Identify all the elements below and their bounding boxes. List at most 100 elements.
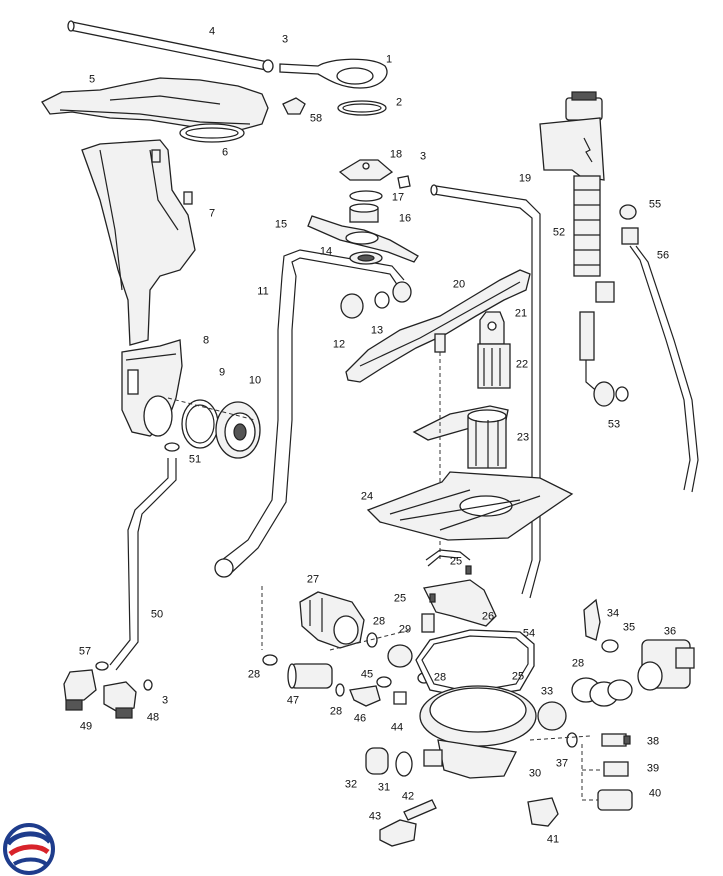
- callout-21: 21: [514, 307, 528, 320]
- part-13-oring: [374, 291, 390, 309]
- callout-46: 46: [353, 712, 367, 725]
- part-32-cap: [365, 747, 389, 775]
- callout-15: 15: [274, 218, 288, 231]
- part-18-nozzle: [338, 159, 394, 181]
- part-4-spray-pipe: [67, 20, 269, 71]
- callout-34: 34: [606, 607, 620, 620]
- callout-20: 20: [452, 278, 466, 291]
- callout-35: 35: [622, 621, 636, 634]
- callout-25: 25: [393, 592, 407, 605]
- part-1-spray-head: [279, 58, 388, 89]
- part-34-hose: [583, 598, 601, 641]
- part-19-supply-tube: [430, 184, 541, 599]
- part-46-connector: [349, 685, 381, 707]
- part-2-ring: [337, 100, 387, 116]
- callout-58: 58: [309, 112, 323, 125]
- callout-44: 44: [390, 721, 404, 734]
- callout-49: 49: [79, 720, 93, 733]
- part-14-hub: [349, 251, 383, 265]
- callout-51: 51: [188, 453, 202, 466]
- callout-17: 17: [391, 191, 405, 204]
- callout-38: 38: [646, 735, 660, 748]
- part-29-check-valve: [387, 644, 413, 668]
- callout-7: 7: [208, 207, 216, 220]
- part-47-heater-pump: [287, 663, 333, 689]
- part-16-bearing: [349, 203, 379, 223]
- callout-3: 3: [161, 694, 169, 707]
- callout-39: 39: [646, 762, 660, 775]
- part-49-valve: [63, 669, 97, 711]
- part-9-seal: [181, 399, 219, 449]
- part-17-ring: [349, 190, 383, 202]
- callout-22: 22: [515, 358, 529, 371]
- part-56-hose: [621, 227, 699, 493]
- part-10-fan: [215, 401, 261, 459]
- callout-28: 28: [433, 671, 447, 684]
- part-57-clip: [95, 661, 109, 671]
- callout-56: 56: [656, 249, 670, 262]
- callout-47: 47: [286, 694, 300, 707]
- callout-28: 28: [247, 668, 261, 681]
- part-48-valve: [103, 681, 137, 719]
- callout-6: 6: [221, 146, 229, 159]
- part-39-sensor: [603, 761, 629, 777]
- part-6-ring: [179, 123, 245, 143]
- callout-55: 55: [648, 198, 662, 211]
- callout-57: 57: [78, 645, 92, 658]
- part-44-clip: [393, 691, 407, 705]
- callout-8: 8: [202, 334, 210, 347]
- part-12-fitting: [340, 293, 364, 319]
- callout-53: 53: [607, 418, 621, 431]
- part-20-upper-spray-arm: [345, 269, 531, 383]
- callout-2: 2: [395, 96, 403, 109]
- callout-24: 24: [360, 490, 374, 503]
- callout-30: 30: [528, 767, 542, 780]
- callout-25: 25: [449, 555, 463, 568]
- part-30-sump: [419, 685, 537, 779]
- callout-42: 42: [401, 790, 415, 803]
- callout-36: 36: [663, 625, 677, 638]
- callout-12: 12: [332, 338, 346, 351]
- part-3-clip: [262, 59, 274, 73]
- callout-13: 13: [370, 324, 384, 337]
- callout-28: 28: [571, 657, 585, 670]
- brand-swirl-logo-icon: [3, 823, 55, 875]
- callout-45: 45: [360, 668, 374, 681]
- part-31-seal: [395, 751, 413, 777]
- part-41-switch: [527, 797, 559, 827]
- part-52-inlet-hose: [539, 91, 615, 407]
- part-51-gasket: [164, 442, 180, 452]
- callout-10: 10: [248, 374, 262, 387]
- part-7-air-duct: [81, 139, 196, 346]
- callout-23: 23: [516, 431, 530, 444]
- callout-54: 54: [522, 627, 536, 640]
- callout-29: 29: [398, 623, 412, 636]
- callout-16: 16: [398, 212, 412, 225]
- part-58-clip: [282, 97, 306, 115]
- callout-37: 37: [555, 757, 569, 770]
- part-28-clamp: [335, 683, 345, 697]
- callout-33: 33: [540, 685, 554, 698]
- part-28-clamp: [262, 654, 278, 666]
- part-5-top-housing: [41, 77, 269, 131]
- part-3-clip: [397, 175, 411, 189]
- callout-19: 19: [518, 172, 532, 185]
- part-23-coarse-filter: [412, 405, 509, 469]
- callout-48: 48: [146, 711, 160, 724]
- part-50-hose: [109, 458, 177, 671]
- part-15-lower-spray-arm: [307, 215, 419, 263]
- part-28-clamp: [571, 677, 633, 707]
- part-27-drain-pump: [299, 591, 365, 649]
- callout-1: 1: [385, 53, 393, 66]
- part-43-float: [379, 819, 417, 847]
- callout-28: 28: [372, 615, 386, 628]
- callout-3: 3: [419, 150, 427, 163]
- part-26-cover: [421, 579, 497, 633]
- part-40-sensor: [597, 789, 633, 811]
- part-35-clamp: [601, 639, 619, 653]
- part-36-circulation-pump: [637, 639, 695, 691]
- callout-28: 28: [329, 705, 343, 718]
- part-33-sleeve: [537, 701, 567, 731]
- callout-50: 50: [150, 608, 164, 621]
